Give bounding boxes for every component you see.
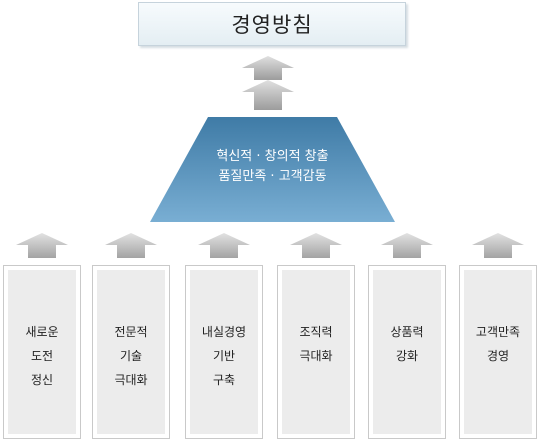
pillar-text: 도전 — [30, 349, 54, 363]
goal-text: 혁신적 · 창의적 창출 품질만족 · 고객감동 — [150, 147, 395, 187]
pillar-text: 기술 — [119, 349, 143, 363]
pillar-text: 구축 — [212, 373, 236, 387]
pillar-text: 새로운 — [25, 325, 59, 339]
goal-line: 품질만족 · 고객감동 — [218, 169, 327, 184]
up-arrow-icon — [290, 233, 342, 258]
up-arrow-icon — [381, 233, 433, 258]
pillar-text: 기반 — [212, 349, 236, 363]
pillar-text: 극대화 — [299, 349, 333, 363]
pillar-text: 경영 — [486, 349, 510, 363]
up-arrow-icon — [105, 233, 157, 258]
pillar-text: 극대화 — [114, 373, 148, 387]
pillar-text: 강화 — [395, 349, 419, 363]
pillar-text: 고객만족 — [475, 325, 521, 339]
policy-title: 경영방침 — [138, 2, 406, 46]
up-arrow-icon — [198, 233, 250, 258]
pillar-text: 내실경영 — [201, 325, 247, 339]
pillar-text: 조직력 — [299, 325, 333, 339]
up-arrow-icon — [472, 233, 524, 258]
pillar-text: 정신 — [30, 373, 54, 387]
double-up-arrow-icon — [242, 56, 294, 110]
goal-line: 혁신적 · 창의적 창출 — [216, 149, 329, 164]
goal-trapezoid — [150, 117, 395, 222]
pillar-text: 상품력 — [390, 325, 424, 339]
up-arrow-icon — [16, 233, 68, 258]
pillar-text: 전문적 — [114, 325, 148, 339]
